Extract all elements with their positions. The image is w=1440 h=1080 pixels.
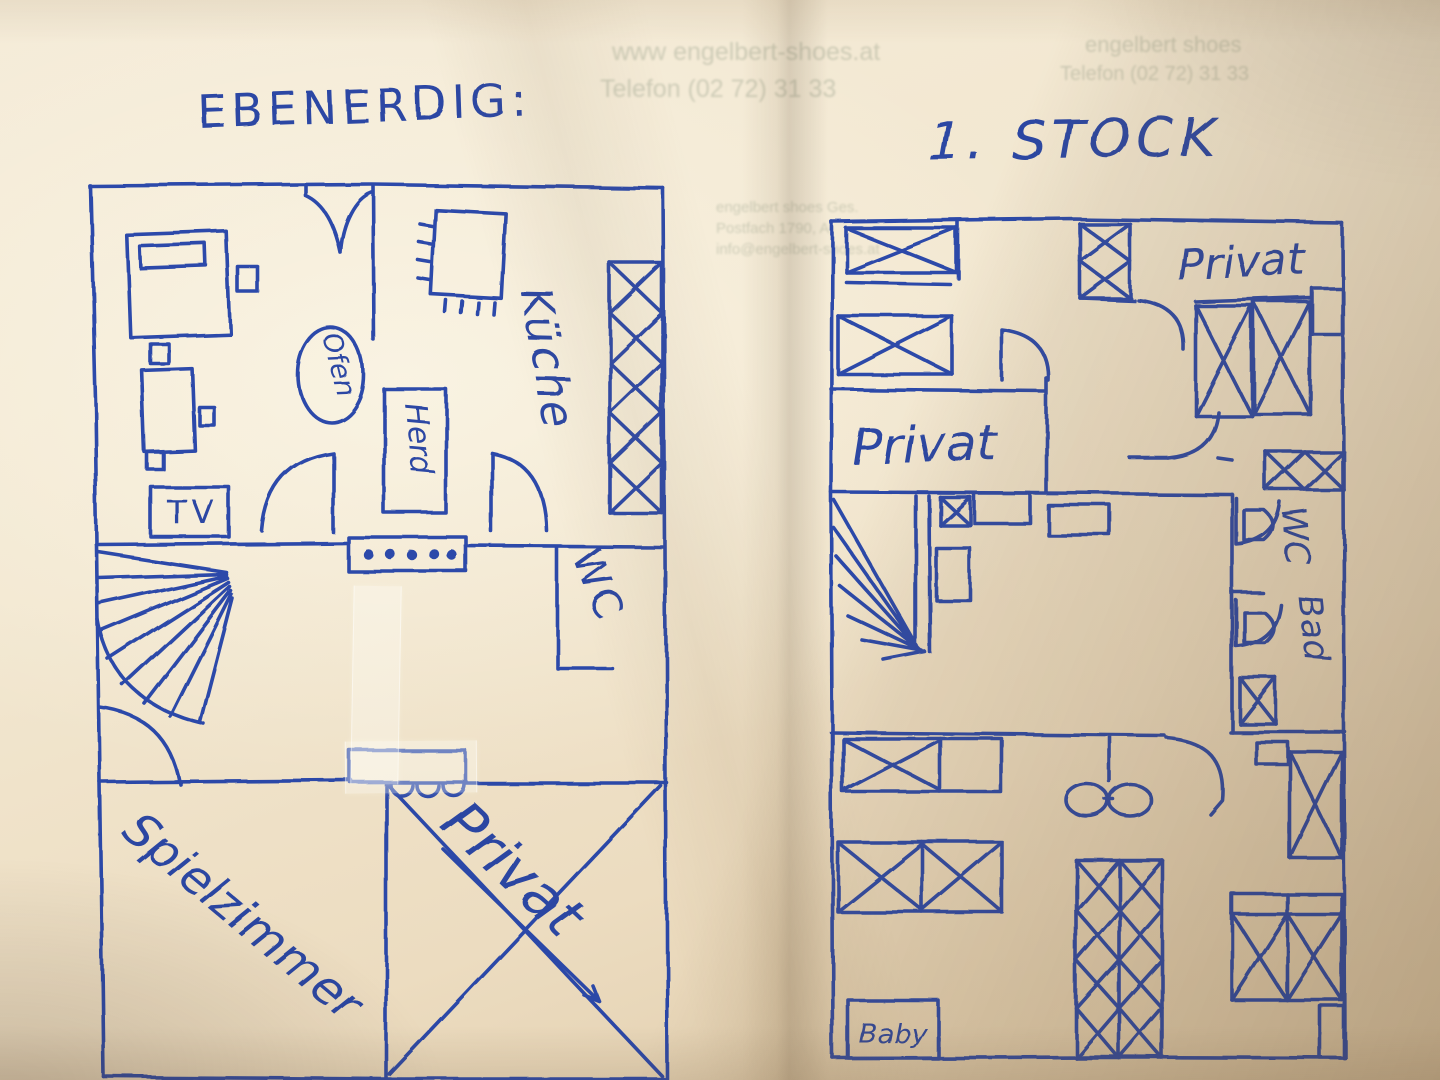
double-bed-icon: [1230, 892, 1344, 1002]
window-hatch-icon: [608, 261, 664, 515]
wall-line: [829, 730, 1347, 784]
private-left-label: Privat: [850, 413, 999, 476]
wall-line: [371, 184, 376, 342]
door-arc-icon: [304, 184, 373, 254]
left-plan: EBENERDIG: TV: [88, 73, 669, 1080]
wall-line: [829, 220, 1234, 734]
table-ticks: [416, 222, 496, 316]
nightstand-icon: [197, 405, 216, 427]
bleed-line: Telefon (02 72) 31 33: [1060, 63, 1249, 85]
bed-icon: [844, 226, 958, 286]
toilet-icon: [1242, 508, 1275, 542]
wall-line: [555, 546, 614, 670]
wall-line: [88, 182, 665, 190]
bed-icon: [836, 840, 1004, 914]
bleed-line: info@engelbert-shoes.at: [716, 241, 880, 258]
wc-label: WC: [563, 543, 633, 628]
wall-line: [95, 541, 665, 549]
stove-label: Herd: [397, 401, 439, 478]
private-label: Privat: [428, 787, 599, 953]
pillow-icon: [137, 242, 209, 270]
stairs-icon: [832, 494, 932, 662]
wall-line: [830, 217, 1344, 225]
door-arc-icon: [1136, 298, 1186, 352]
wall-line: [98, 778, 669, 785]
tv-label: TV: [166, 493, 220, 532]
shelf-icon: [1254, 740, 1290, 766]
door-arc-icon: [1164, 735, 1225, 816]
left-plan-title: EBENERDIG:: [196, 73, 533, 139]
double-bed-icon: [1194, 286, 1344, 418]
arrow-icon: [442, 848, 602, 1004]
crosshatch-icon: [1264, 450, 1346, 492]
sink-icon: [1065, 783, 1154, 819]
stove-box: [382, 387, 448, 515]
bed-icon: [1288, 750, 1344, 860]
crosshatch-icon: [1238, 676, 1278, 726]
bleed-line: Postfach 1790, A-: [716, 220, 834, 237]
bed-icon: [139, 366, 197, 454]
baby-box: [846, 998, 940, 1060]
right-plan-title: 1. STOCK: [927, 105, 1220, 173]
bleed-line: engelbert shoes: [1085, 32, 1242, 57]
door-arc-icon: [1166, 410, 1220, 460]
fixture-icon: [934, 491, 1112, 602]
private-room-cross: [384, 781, 664, 1080]
baby-label: Baby: [858, 1018, 927, 1049]
crosshatch-strip-icon: [1074, 858, 1164, 1060]
oven-icon: [296, 326, 366, 424]
right-plan: 1. STOCK: [829, 105, 1347, 1060]
wall-line: [102, 1075, 666, 1080]
bed-icon: [841, 736, 1003, 794]
bleed-line: engelbert shoes Ges.: [716, 199, 859, 216]
bed-icon: [836, 314, 954, 376]
kitchen-label: Küche: [509, 283, 584, 434]
tape-strip: [344, 740, 478, 794]
door-arc-icon: [1000, 328, 1050, 382]
tv-box: [149, 485, 231, 539]
bed-icon: [124, 229, 232, 339]
playroom-label: Spielzimmer: [112, 801, 373, 1033]
wall-line: [829, 220, 835, 1060]
table-icon: [428, 207, 507, 300]
threshold-icon: [346, 535, 468, 573]
bleed-line: www engelbert-shoes.at: [611, 38, 880, 66]
wall-line: [1128, 456, 1234, 462]
wall-line: [661, 186, 669, 1080]
nightstand-icon: [148, 341, 170, 365]
door-arc-icon: [1234, 598, 1282, 648]
bleed-line: Telefon (02 72) 31 33: [600, 75, 836, 103]
private-top-label: Privat: [1176, 233, 1307, 291]
nightstand-icon: [236, 265, 260, 294]
door-arc-icon: [98, 706, 182, 786]
door-arc-icon: [260, 451, 335, 534]
shelf-icon: [1318, 1004, 1346, 1060]
bleedthrough-text: www engelbert-shoes.at Telefon (02 72) 3…: [600, 32, 1249, 258]
chimney-hatch-icon: [1078, 222, 1136, 302]
toilet-icon: [1242, 610, 1275, 644]
stairs-icon: [96, 550, 234, 726]
wc-label: WC: [1273, 506, 1317, 566]
bath-label: Bad: [1289, 593, 1336, 663]
step-icon: [348, 749, 468, 798]
door-arc-icon: [490, 451, 548, 534]
door-arc-icon: [1234, 496, 1282, 546]
nightstand-icon: [145, 450, 165, 471]
